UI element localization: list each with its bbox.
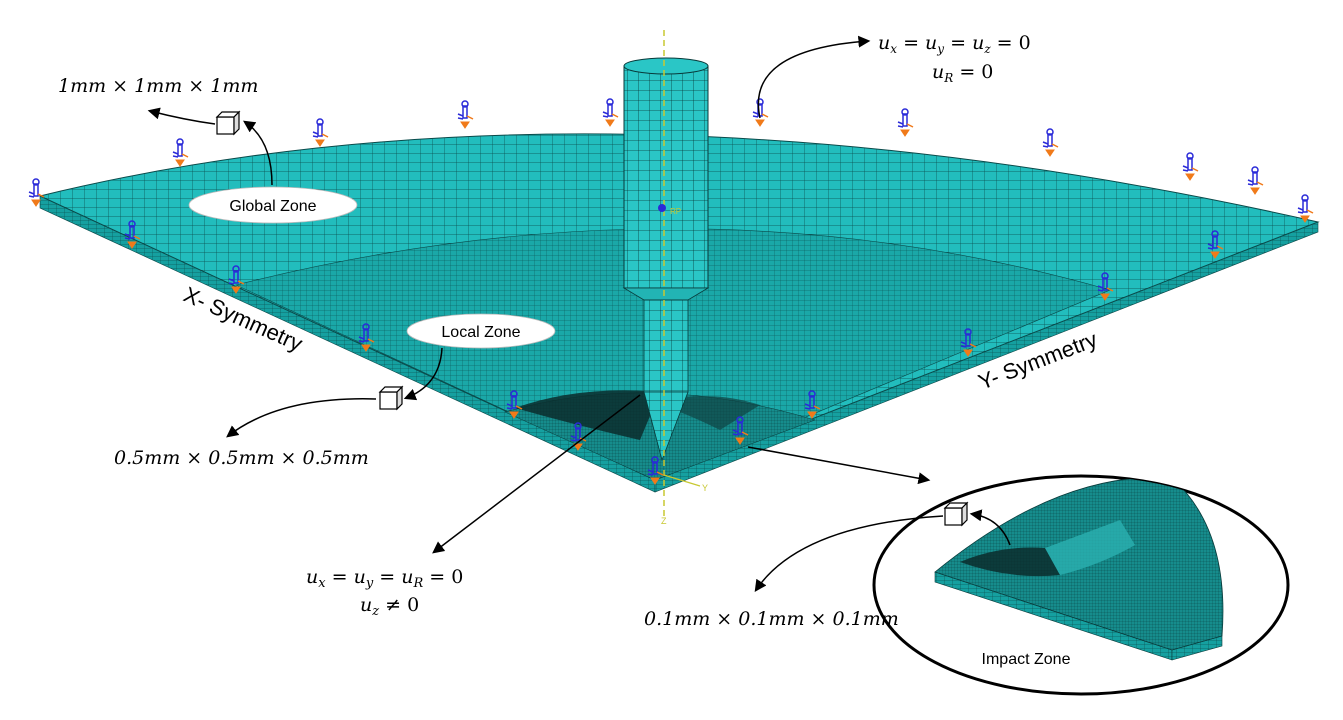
local-zone-bubble: [406, 313, 556, 349]
fixed-support-icon: [312, 118, 329, 147]
reference-point: [658, 204, 666, 212]
global-element-size: 1mm × 1mm × 1mm: [58, 75, 258, 97]
impact-size-arrow: [754, 515, 944, 592]
local-element-size: 0.5mm × 0.5mm × 0.5mm: [114, 447, 369, 469]
global-zone-bubble: [188, 186, 358, 224]
impact-tip-bc-annotation: ux = uy = uR = 0 uz ≠ 0: [306, 394, 641, 619]
boundary-markers: [28, 98, 1314, 485]
cube-icon: [215, 110, 241, 136]
inset-ridge: [1045, 520, 1135, 575]
global-size-arrow: [147, 107, 216, 125]
outer-edge-bc-annotation: ux = uy = uz = 0 uR = 0: [757, 32, 1031, 119]
impactor-shank: [643, 299, 689, 393]
fixed-support-icon: [1247, 166, 1264, 195]
fixed-support-icon: [28, 178, 45, 207]
vertical-axis: Y Z RP: [658, 30, 708, 526]
fixed-support-icon: [358, 323, 375, 352]
outer-edge-bc-arrow: [757, 35, 871, 119]
outer-edge-bc-line1: ux = uy = uz = 0: [878, 32, 1031, 56]
global-zone-connector: [243, 120, 273, 186]
cube-icon: [943, 501, 969, 527]
global-zone-label: Global Zone: [229, 198, 316, 215]
impactor-top: [623, 57, 709, 75]
fixed-support-icon: [457, 100, 474, 129]
zoom-arrow: [747, 446, 931, 485]
impactor-tip: [643, 391, 689, 462]
cube-icon: [378, 385, 404, 411]
local-zone-connector: [403, 347, 443, 401]
impact-shadow-2: [680, 396, 760, 430]
axis-label-y: Y: [702, 483, 708, 493]
fixed-support-icon: [732, 416, 749, 445]
impact-tip-bc-line2: uz ≠ 0: [360, 594, 419, 619]
fixed-support-icon: [804, 390, 821, 419]
inset-shadow: [960, 547, 1060, 577]
local-size-arrow: [226, 398, 377, 438]
local-zone-annotation: Local Zone 0.5mm × 0.5mm × 0.5mm: [114, 313, 556, 469]
local-zone-label: Local Zone: [441, 324, 520, 341]
impact-zone-inset: Impact Zone: [754, 474, 1290, 696]
fixed-support-icon: [1097, 272, 1114, 301]
fixed-support-icon: [124, 220, 141, 249]
fixed-support-icon: [1042, 128, 1059, 157]
impact-tip-bc-arrow: [432, 394, 641, 554]
fixed-support-icon: [1182, 152, 1199, 181]
impact-element-size: 0.1mm × 0.1mm × 0.1mm: [644, 608, 899, 630]
fixed-support-icon: [228, 265, 245, 294]
fixed-support-icon: [172, 138, 189, 167]
fixed-support-icon: [897, 108, 914, 137]
impact-shadow: [515, 390, 660, 440]
reference-point-label: RP: [670, 207, 681, 216]
global-zone-annotation: Global Zone 1mm × 1mm × 1mm: [58, 75, 358, 224]
outer-edge-bc-line2: uR = 0: [932, 61, 993, 85]
fixed-support-icon: [960, 328, 977, 357]
impact-tip-bc-line1: ux = uy = uR = 0: [306, 566, 463, 591]
inset-connector: [969, 509, 1011, 546]
fixed-support-icon: [1297, 194, 1314, 223]
impactor-body: [623, 65, 709, 289]
axis-label-z: Z: [661, 516, 667, 526]
fixed-support-icon: [647, 456, 664, 485]
fixed-support-icon: [506, 390, 523, 419]
fixed-support-icon: [602, 98, 619, 127]
fixed-support-icon: [1207, 230, 1224, 259]
fixed-support-icon: [752, 98, 769, 127]
impactor: [622, 57, 710, 462]
impact-zone-label: Impact Zone: [982, 651, 1071, 668]
